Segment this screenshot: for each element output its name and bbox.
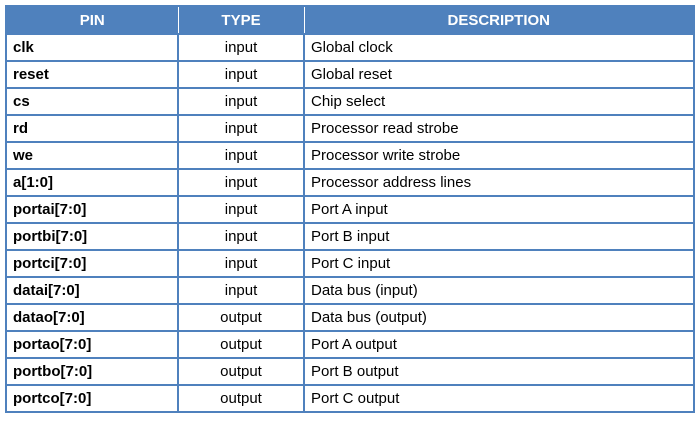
description-cell: Port C input (303, 249, 695, 278)
pin-cell: portco[7:0] (5, 384, 179, 413)
type-cell: input (177, 222, 305, 251)
header-pin: PIN (5, 6, 179, 34)
type-cell: output (177, 303, 305, 332)
pin-cell: portai[7:0] (5, 195, 179, 224)
pin-cell: portbo[7:0] (5, 357, 179, 386)
description-cell: Global clock (303, 33, 695, 62)
pin-cell: clk (5, 33, 179, 62)
header-type: TYPE (177, 6, 305, 34)
pin-cell: we (5, 141, 179, 170)
description-cell: Processor write strobe (303, 141, 695, 170)
pin-cell: rd (5, 114, 179, 143)
description-cell: Port A output (303, 330, 695, 359)
type-cell: output (177, 357, 305, 386)
description-cell: Port B input (303, 222, 695, 251)
type-cell: output (177, 384, 305, 413)
table-header: PIN TYPE DESCRIPTION (5, 6, 695, 34)
pin-cell: reset (5, 60, 179, 89)
type-cell: output (177, 330, 305, 359)
description-cell: Port C output (303, 384, 695, 413)
type-cell: input (177, 33, 305, 62)
description-cell: Data bus (input) (303, 276, 695, 305)
header-row: PIN TYPE DESCRIPTION (5, 6, 695, 34)
pin-cell: a[1:0] (5, 168, 179, 197)
description-cell: Data bus (output) (303, 303, 695, 332)
type-cell: input (177, 195, 305, 224)
description-cell: Global reset (303, 60, 695, 89)
pin-cell: portci[7:0] (5, 249, 179, 278)
type-cell: input (177, 276, 305, 305)
pin-cell: portbi[7:0] (5, 222, 179, 251)
type-cell: input (177, 114, 305, 143)
type-cell: input (177, 168, 305, 197)
description-cell: Port A input (303, 195, 695, 224)
header-description: DESCRIPTION (303, 6, 695, 34)
description-cell: Processor address lines (303, 168, 695, 197)
description-cell: Processor read strobe (303, 114, 695, 143)
type-cell: input (177, 87, 305, 116)
pin-cell: portao[7:0] (5, 330, 179, 359)
pin-cell: cs (5, 87, 179, 116)
type-cell: input (177, 60, 305, 89)
pin-cell: datao[7:0] (5, 303, 179, 332)
description-cell: Chip select (303, 87, 695, 116)
type-cell: input (177, 141, 305, 170)
description-cell: Port B output (303, 357, 695, 386)
pin-cell: datai[7:0] (5, 276, 179, 305)
type-cell: input (177, 249, 305, 278)
